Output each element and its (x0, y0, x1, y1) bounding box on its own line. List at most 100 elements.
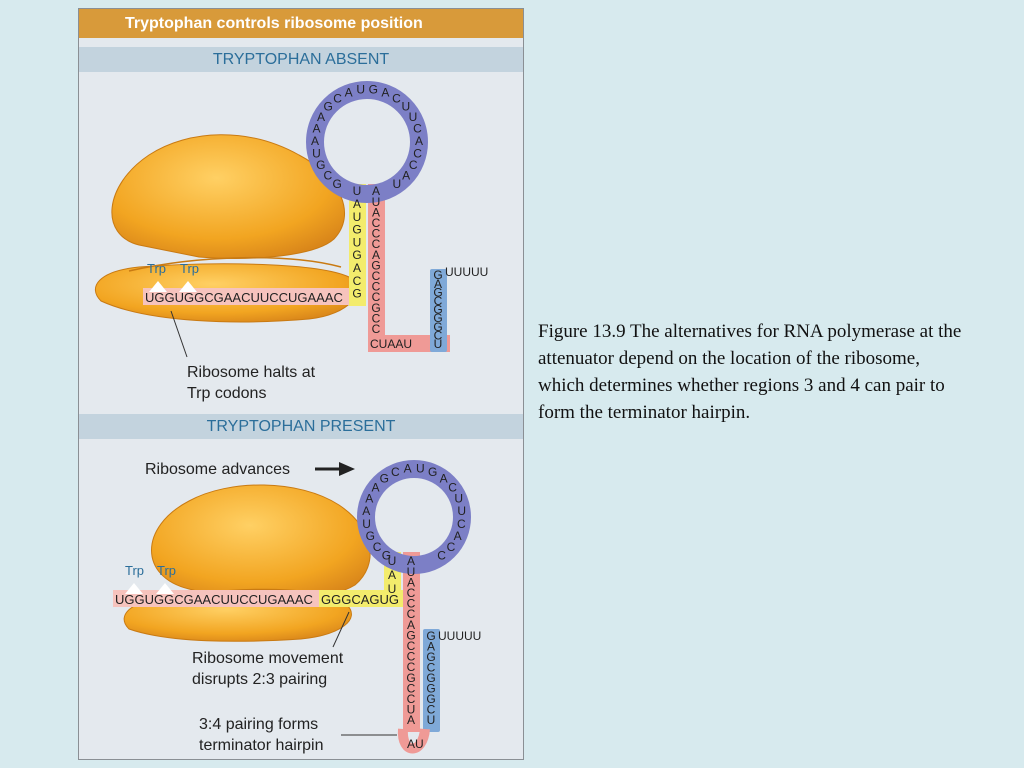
nucleotide: C (407, 681, 416, 695)
nucleotide: C (427, 703, 436, 717)
nucleotide: A (381, 86, 389, 100)
arrow-right-icon (339, 462, 355, 476)
nucleotide: A (402, 168, 410, 182)
ribosome-advances-label: Ribosome advances (145, 461, 290, 478)
nucleotide: U (416, 462, 425, 476)
nucleotide: C (413, 146, 422, 160)
nucleotide: A (345, 86, 353, 100)
nucleotide: C (437, 548, 446, 562)
nucleotide: C (427, 661, 436, 675)
leader-sequence: UGGUGGCGAACUUCCUGAAAC (115, 592, 313, 607)
hairpin-bottom-sequence: AU (407, 737, 424, 751)
nucleotide: C (373, 540, 382, 554)
nucleotide: A (440, 471, 448, 485)
region4-present (423, 629, 440, 732)
terminator-hairpin-note: 3:4 pairing forms (199, 716, 318, 733)
leader-band-absent (143, 288, 365, 305)
nucleotide: U (362, 517, 371, 531)
nucleotide: U (457, 504, 466, 518)
nucleotide: U (388, 582, 397, 596)
nucleotide: A (434, 277, 442, 291)
nucleotide: C (372, 290, 381, 304)
ribosome-halts-note: Ribosome halts at (187, 364, 316, 381)
nucleotide: A (317, 110, 325, 124)
nucleotide: U (407, 703, 416, 717)
trp-codon-marker (149, 281, 167, 292)
ribosome-halts-note: Trp codons (187, 385, 266, 402)
nucleotide: G (433, 311, 442, 325)
nucleotide: A (353, 261, 361, 275)
tryptophan-present-heading: TRYPTOPHAN PRESENT (79, 414, 523, 439)
nucleotide: G (371, 301, 380, 315)
nucleotide: U (454, 492, 463, 506)
nucleotide: C (447, 540, 456, 554)
nucleotide: C (324, 168, 333, 182)
nucleotide: G (426, 629, 435, 643)
region2-absent (349, 184, 366, 306)
nucleotide: U (407, 565, 416, 579)
nucleotide: C (407, 586, 416, 600)
region3-absent (368, 184, 385, 352)
nucleotide: A (454, 529, 462, 543)
nucleotide: G (323, 100, 332, 114)
nucleotide: A (415, 134, 423, 148)
nucleotide: G (352, 287, 361, 301)
nucleotide: U (356, 83, 365, 97)
region4-absent (430, 269, 447, 352)
nucleotide: U (392, 177, 401, 191)
trp-label: Trp (157, 563, 176, 578)
nucleotide: A (311, 134, 319, 148)
nucleotide: A (388, 568, 396, 582)
nucleotide: C (372, 227, 381, 241)
nucleotide: U (353, 210, 362, 224)
nucleotide: C (333, 91, 342, 105)
nucleotide: G (366, 529, 375, 543)
loop-ring-absent (306, 81, 428, 203)
nucleotide: G (428, 465, 437, 479)
nucleotide: G (433, 320, 442, 334)
loop-ring-present (357, 460, 471, 574)
trp-label: Trp (180, 261, 199, 276)
nucleotide: A (372, 248, 380, 262)
nucleotide: A (372, 205, 380, 219)
nucleotide: G (426, 692, 435, 706)
nucleotide: C (407, 660, 416, 674)
leader-extra-sequence: GGGCAGUG (321, 592, 399, 607)
nucleotide: G (371, 258, 380, 272)
nucleotide: G (433, 268, 442, 282)
nucleotide: U (353, 235, 362, 249)
nucleotide: G (352, 223, 361, 237)
nucleotide: A (427, 640, 435, 654)
nucleotide: A (407, 713, 415, 727)
leader-sequence: UGGUGGCGAACUUCCUGAAAC (145, 290, 343, 305)
nucleotide: C (407, 639, 416, 653)
tryptophan-absent-heading: TRYPTOPHAN ABSENT (79, 47, 523, 72)
nucleotide: U (388, 554, 397, 568)
nucleotide: C (353, 274, 362, 288)
nucleotide: C (409, 158, 418, 172)
nucleotide: G (382, 548, 391, 562)
nucleotide: A (407, 554, 415, 568)
nucleotide: U (427, 713, 436, 727)
nucleotide: A (371, 481, 379, 495)
terminator-hairpin-note: terminator hairpin (199, 737, 324, 754)
nucleotide: C (448, 481, 457, 495)
nucleotide: C (407, 597, 416, 611)
nucleotide: A (407, 575, 415, 589)
polyU-tail: UUUUU (445, 265, 488, 279)
nucleotide: C (372, 269, 381, 283)
nucleotide: G (433, 303, 442, 317)
figure-title: Tryptophan controls ribosome position (79, 9, 523, 38)
nucleotide: C (391, 465, 400, 479)
nucleotide: C (407, 692, 416, 706)
pointer-line (170, 310, 188, 358)
trp-codon-marker (156, 583, 174, 594)
nucleotide: C (434, 328, 443, 342)
trp-label: Trp (147, 261, 166, 276)
nucleotide: U (312, 146, 321, 160)
